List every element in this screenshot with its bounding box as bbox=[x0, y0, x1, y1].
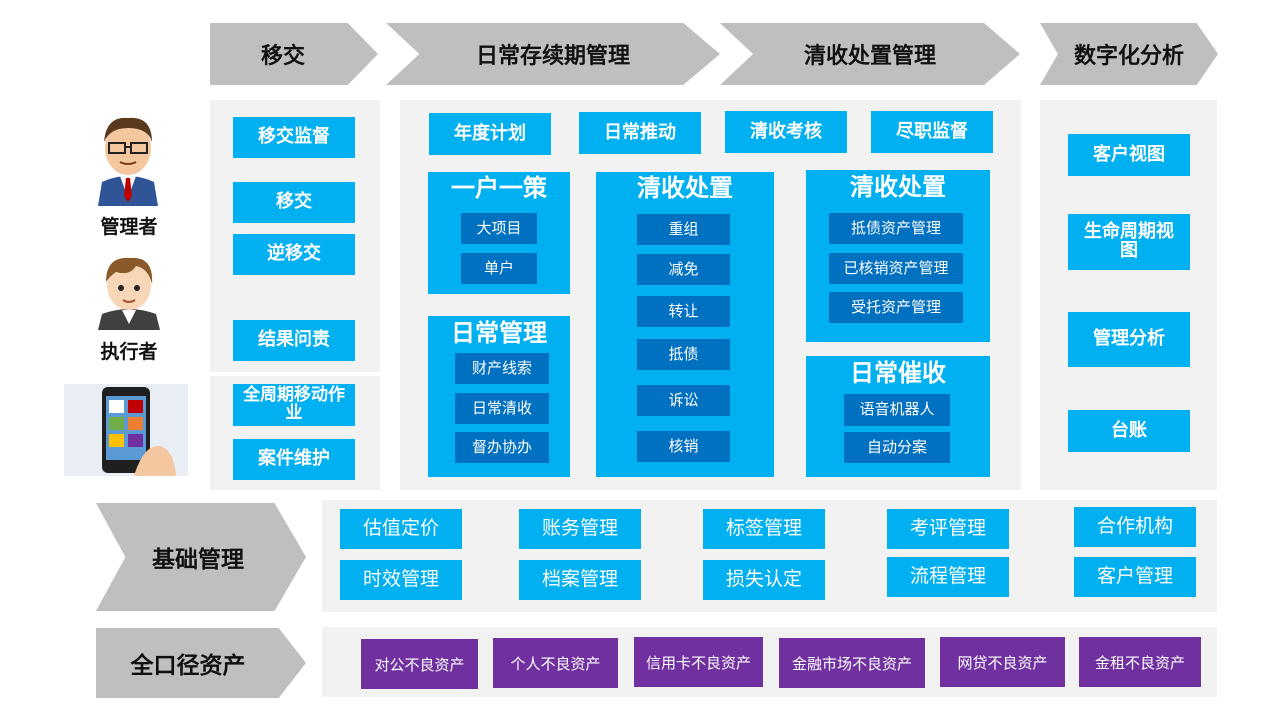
basic-management-label: 基础管理 bbox=[96, 503, 306, 611]
daily-management-block: 日常管理 财产线索 日常清收 督办协办 bbox=[428, 316, 570, 477]
asset-financial-market-button[interactable]: 金融市场不良资产 bbox=[779, 638, 925, 688]
disposal-item-restructure[interactable]: 重组 bbox=[637, 214, 730, 245]
stage-daily: 日常存续期管理 bbox=[386, 23, 720, 85]
mobile-phone-icon bbox=[64, 384, 188, 476]
daily-push-button[interactable]: 日常推动 bbox=[579, 112, 701, 154]
management-analysis-button[interactable]: 管理分析 bbox=[1068, 312, 1190, 367]
accounting-button[interactable]: 账务管理 bbox=[519, 509, 641, 549]
policy-item-single-account[interactable]: 单户 bbox=[461, 253, 537, 284]
archive-management-button[interactable]: 档案管理 bbox=[519, 560, 641, 600]
lifecycle-view-button[interactable]: 生命周期视图 bbox=[1068, 214, 1190, 270]
disposal-item-offset[interactable]: 抵债 bbox=[637, 339, 730, 370]
stage-label: 移交 bbox=[260, 44, 305, 69]
asset-online-loan-button[interactable]: 网贷不良资产 bbox=[940, 637, 1065, 687]
asset-corporate-button[interactable]: 对公不良资产 bbox=[361, 639, 478, 689]
routine-item-daily-collection[interactable]: 日常清收 bbox=[455, 393, 549, 424]
block-title: 清收处置 bbox=[637, 174, 733, 202]
mobile-work-button[interactable]: 全周期移动作业 bbox=[233, 384, 355, 426]
stage-digital: 数字化分析 bbox=[1040, 23, 1218, 85]
stage-transfer: 移交 bbox=[210, 23, 378, 85]
timeliness-management-button[interactable]: 时效管理 bbox=[340, 560, 462, 600]
disposal-item-foreclosed-assets[interactable]: 抵债资产管理 bbox=[829, 213, 963, 244]
block-title: 日常催收 bbox=[850, 359, 946, 387]
process-management-button[interactable]: 流程管理 bbox=[887, 557, 1009, 597]
block-title: 清收处置 bbox=[850, 173, 946, 201]
stage-label: 日常存续期管理 bbox=[475, 44, 630, 69]
one-policy-block: 一户一策 大项目 单户 bbox=[428, 172, 570, 294]
policy-item-big-project[interactable]: 大项目 bbox=[461, 213, 537, 244]
role-manager-label: 管理者 bbox=[100, 216, 158, 238]
block-title: 一户一策 bbox=[451, 174, 547, 202]
customer-view-button[interactable]: 客户视图 bbox=[1068, 134, 1190, 176]
full-scope-assets-label: 全口径资产 bbox=[96, 628, 306, 698]
disposal-item-transfer[interactable]: 转让 bbox=[637, 296, 730, 327]
disposal-block-b: 清收处置 抵债资产管理 已核销资产管理 受托资产管理 bbox=[806, 170, 990, 342]
routine-item-supervision[interactable]: 督办协办 bbox=[455, 432, 549, 463]
asset-leasing-button[interactable]: 金租不良资产 bbox=[1079, 637, 1201, 687]
transfer-button[interactable]: 移交 bbox=[233, 182, 355, 223]
transfer-supervision-button[interactable]: 移交监督 bbox=[233, 117, 355, 158]
asset-personal-button[interactable]: 个人不良资产 bbox=[493, 638, 618, 688]
daily-collection-block: 日常催收 语音机器人 自动分案 bbox=[806, 356, 990, 477]
stage-label: 清收处置管理 bbox=[803, 44, 936, 69]
disposal-item-litigation[interactable]: 诉讼 bbox=[637, 385, 730, 416]
collection-assessment-button[interactable]: 清收考核 bbox=[725, 111, 847, 153]
reverse-transfer-button[interactable]: 逆移交 bbox=[233, 234, 355, 275]
valuation-pricing-button[interactable]: 估值定价 bbox=[340, 509, 462, 549]
ledger-button[interactable]: 台账 bbox=[1068, 410, 1190, 452]
collection-item-auto-assign[interactable]: 自动分案 bbox=[844, 432, 950, 463]
disposal-item-entrusted-assets[interactable]: 受托资产管理 bbox=[829, 292, 963, 323]
stage-disposal: 清收处置管理 bbox=[720, 23, 1020, 85]
partner-institutions-button[interactable]: 合作机构 bbox=[1074, 507, 1196, 547]
disposal-item-writtenoff-assets[interactable]: 已核销资产管理 bbox=[829, 253, 963, 284]
disposal-item-writeoff[interactable]: 核销 bbox=[637, 431, 730, 462]
manager-avatar-icon bbox=[92, 106, 164, 206]
case-maintenance-button[interactable]: 案件维护 bbox=[233, 439, 355, 480]
result-accountability-button[interactable]: 结果问责 bbox=[233, 320, 355, 361]
customer-management-button[interactable]: 客户管理 bbox=[1074, 557, 1196, 597]
asset-credit-card-button[interactable]: 信用卡不良资产 bbox=[634, 637, 763, 687]
annual-plan-button[interactable]: 年度计划 bbox=[429, 113, 551, 155]
stage-label: 数字化分析 bbox=[1073, 44, 1184, 69]
block-title: 日常管理 bbox=[451, 319, 547, 347]
due-diligence-button[interactable]: 尽职监督 bbox=[871, 111, 993, 153]
routine-item-property-clues[interactable]: 财产线索 bbox=[455, 353, 549, 384]
assets-label-text: 全口径资产 bbox=[130, 653, 246, 679]
evaluation-management-button[interactable]: 考评管理 bbox=[887, 509, 1009, 549]
tag-management-button[interactable]: 标签管理 bbox=[703, 509, 825, 549]
collection-item-voice-robot[interactable]: 语音机器人 bbox=[844, 394, 950, 426]
disposal-item-reduction[interactable]: 减免 bbox=[637, 254, 730, 285]
basic-label-text: 基础管理 bbox=[152, 547, 244, 573]
loss-recognition-button[interactable]: 损失认定 bbox=[703, 560, 825, 600]
executor-avatar-icon bbox=[96, 250, 162, 330]
role-executor-label: 执行者 bbox=[100, 341, 158, 363]
disposal-block-a: 清收处置 重组 减免 转让 抵债 诉讼 核销 bbox=[596, 172, 774, 477]
